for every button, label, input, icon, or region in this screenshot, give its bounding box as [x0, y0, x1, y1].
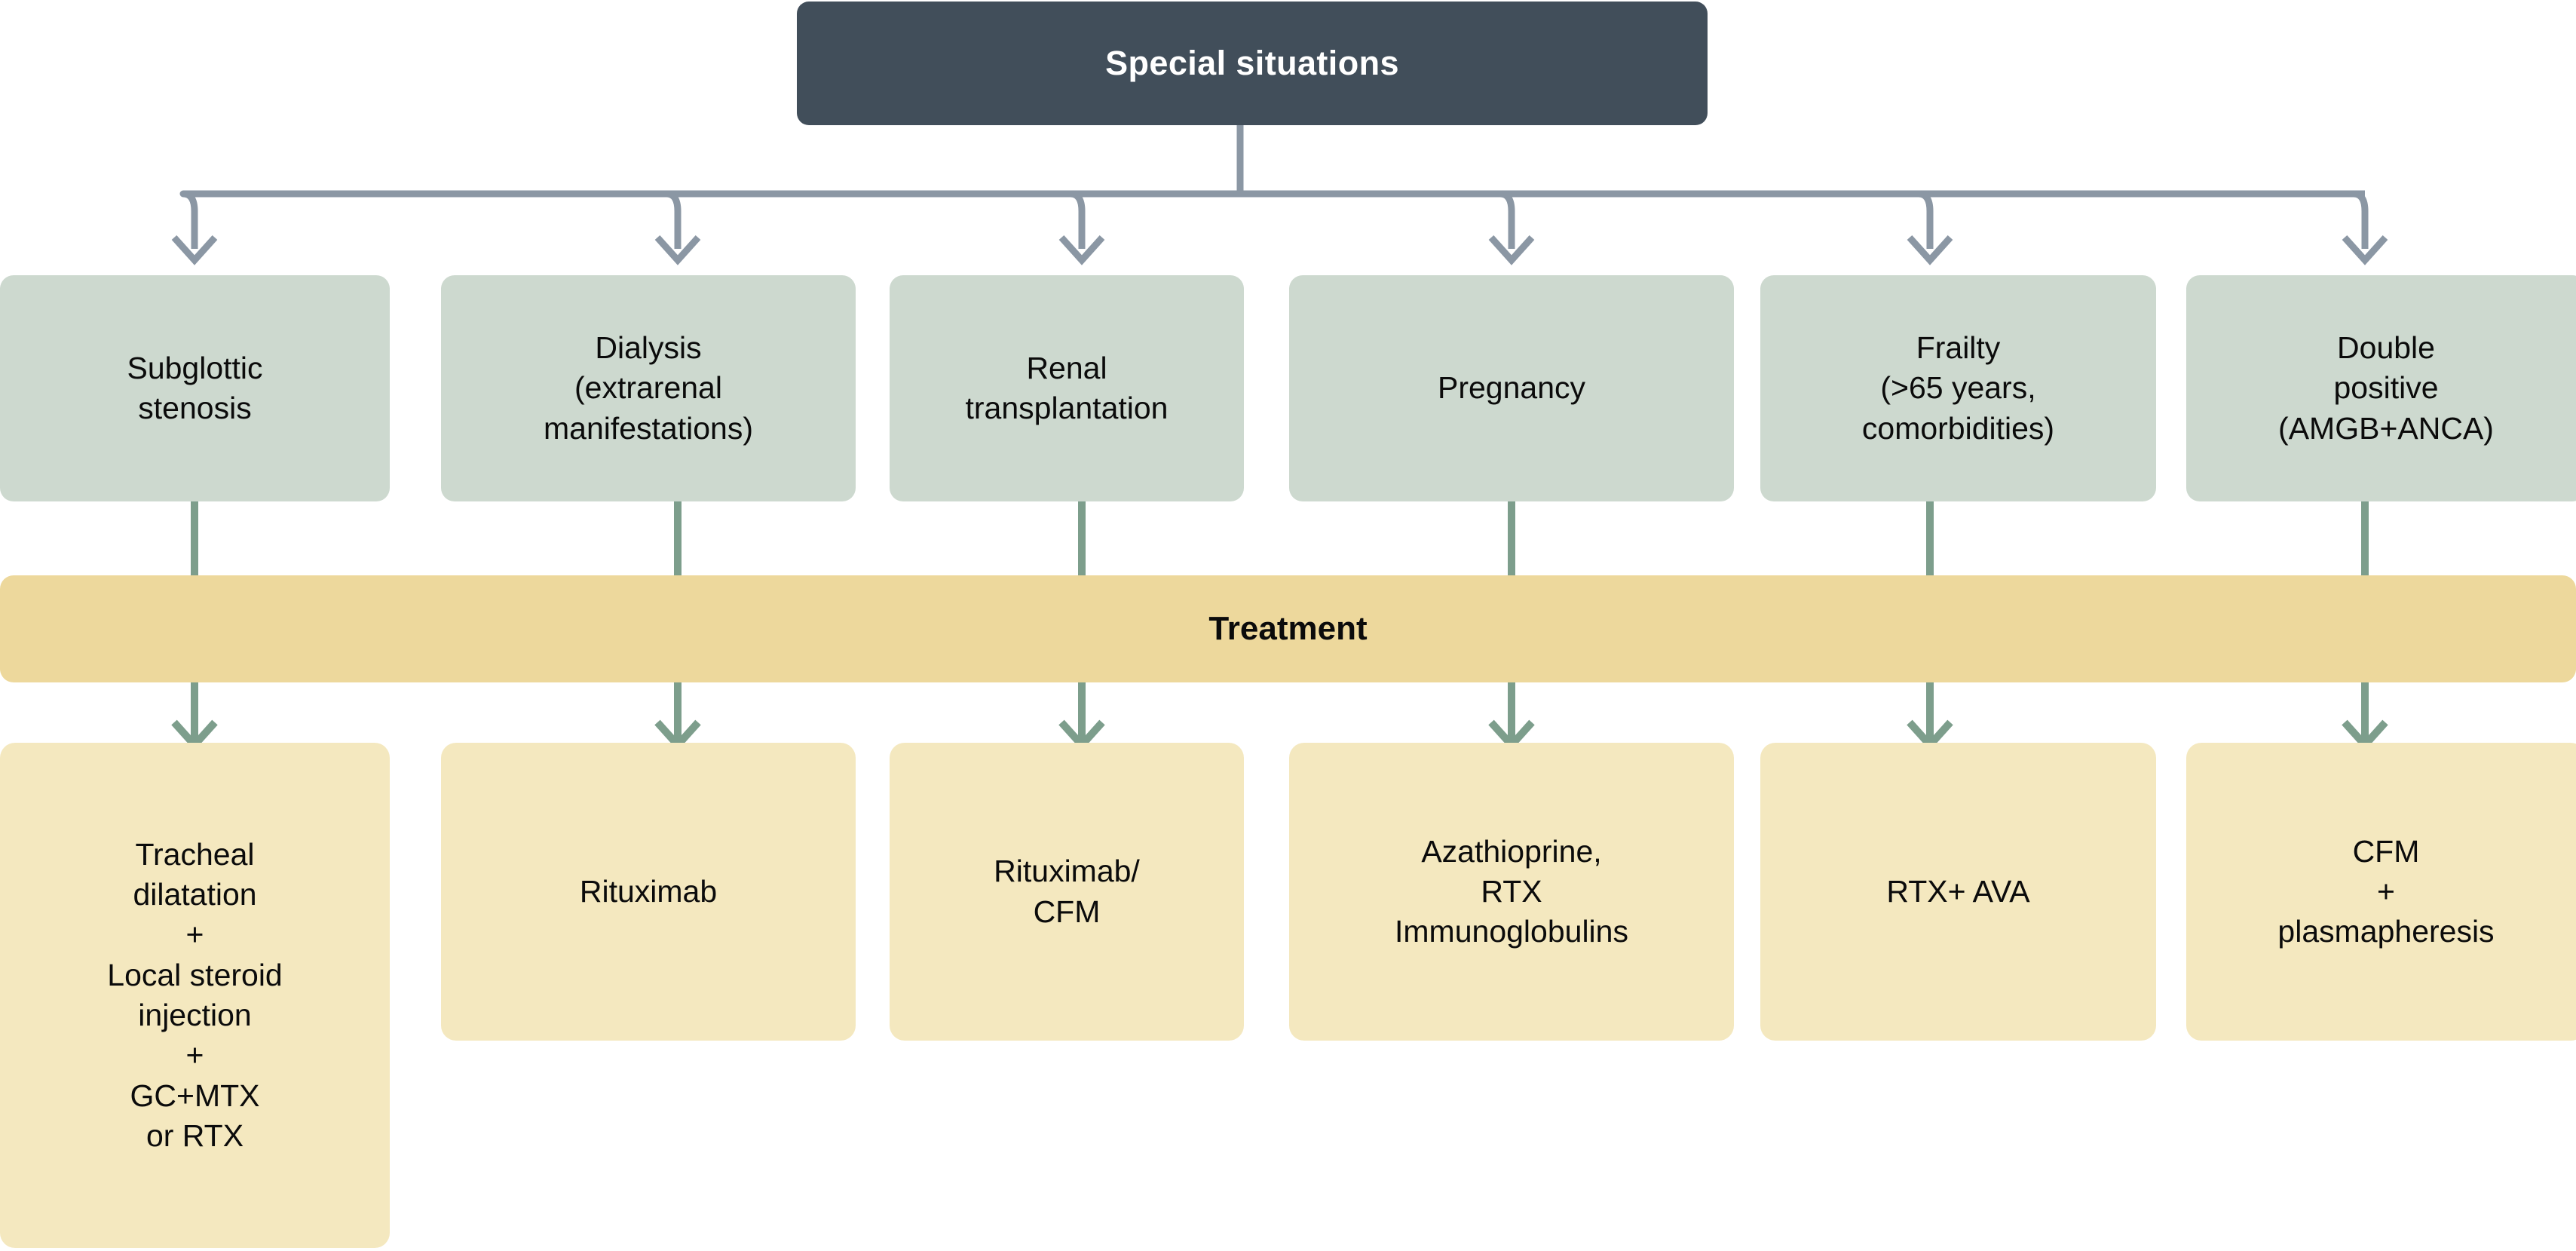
treatment-node-renal-transplantation[interactable]: Rituximab/ CFM	[890, 743, 1244, 1041]
arrowhead-treat-6	[2342, 719, 2388, 751]
arrowhead-treat-5	[1907, 719, 1953, 751]
arrowhead-treat-3	[1058, 719, 1105, 751]
condition-node-double-positive[interactable]: Double positive (AMGB+ANCA)	[2186, 275, 2576, 501]
treatment-banner: Treatment	[0, 575, 2576, 682]
arrowhead-treat-1	[171, 719, 218, 751]
banner-to-treatment-svg	[171, 681, 2388, 751]
arrowhead-5	[1907, 235, 1953, 265]
treatment-node-double-positive[interactable]: CFM + plasmapheresis	[2186, 743, 2576, 1041]
drop-branch-3	[1070, 190, 1086, 249]
condition-node-pregnancy[interactable]: Pregnancy	[1289, 275, 1734, 501]
condition-node-renal-transplantation[interactable]: Renal transplantation	[890, 275, 1244, 501]
condition-to-banner-svg	[191, 501, 2369, 577]
treatment-node-frailty[interactable]: RTX+ AVA	[1760, 743, 2156, 1041]
drop-branch-4	[1499, 190, 1515, 249]
arrowhead-6	[2342, 235, 2388, 265]
treatment-node-pregnancy[interactable]: Azathioprine, RTX Immunoglobulins	[1289, 743, 1734, 1041]
arrowhead-3	[1058, 235, 1105, 265]
condition-node-frailty[interactable]: Frailty (>65 years, comorbidities)	[1760, 275, 2156, 501]
treatment-node-dialysis[interactable]: Rituximab	[441, 743, 856, 1041]
arrowhead-treat-2	[654, 719, 701, 751]
arrowhead-2	[654, 235, 701, 265]
condition-node-subglottic-stenosis[interactable]: Subglottic stenosis	[0, 275, 390, 501]
banner-to-treatment-group	[0, 679, 2576, 754]
arrowhead-1	[171, 235, 218, 265]
arrowhead-treat-4	[1488, 719, 1535, 751]
title-node-special-situations: Special situations	[797, 2, 1708, 125]
drop-branch-2	[666, 190, 682, 249]
drop-branch-6	[2353, 190, 2369, 249]
condition-to-banner-group	[0, 498, 2576, 581]
condition-node-dialysis[interactable]: Dialysis (extrarenal manifestations)	[441, 275, 856, 501]
treatment-node-subglottic-stenosis[interactable]: Tracheal dilatation + Local steroid inje…	[0, 743, 390, 1248]
drop-branch-1	[179, 190, 219, 249]
arrowhead-4	[1488, 235, 1535, 265]
drop-branch-5	[1918, 190, 1934, 249]
